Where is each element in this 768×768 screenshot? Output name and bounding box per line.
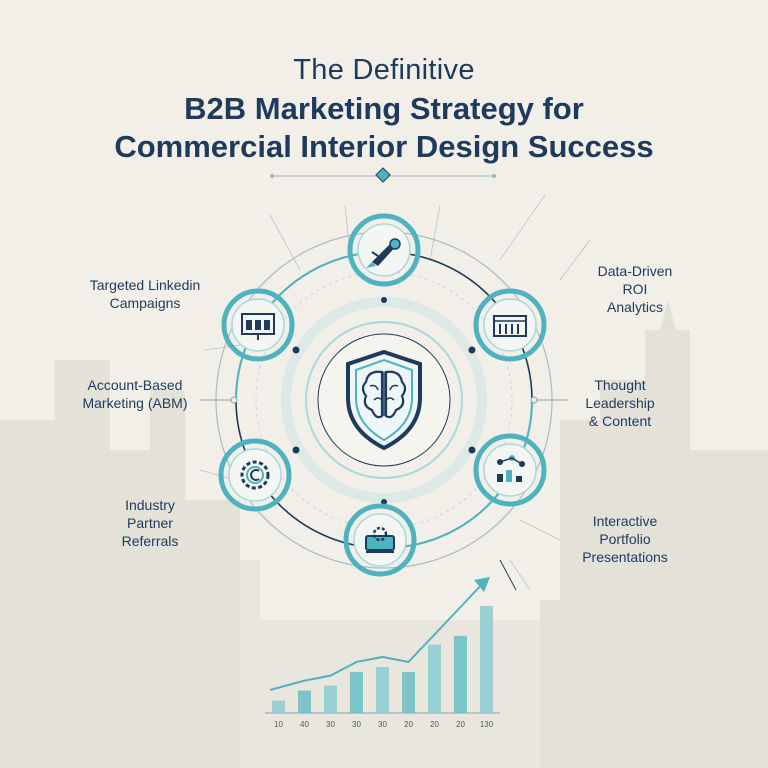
label-line: Targeted Linkedin: [89, 277, 201, 293]
node-top: [347, 213, 421, 287]
label-line: Portfolio: [599, 531, 651, 547]
label-line: Analytics: [606, 299, 664, 315]
node-upper-left: [221, 288, 295, 362]
node-bottom: [343, 503, 417, 577]
bar-8: [454, 635, 467, 713]
label-line: Thought: [594, 377, 646, 393]
chart-people-icon: [497, 455, 525, 482]
title-line-2: B2B Marketing Strategy for: [184, 91, 584, 126]
bar-4: [350, 671, 363, 713]
bar-1: [272, 700, 285, 713]
label-line: Campaigns: [109, 295, 181, 311]
bar-7: [428, 644, 441, 713]
tick-label: 130: [480, 720, 494, 729]
tick-label: 20: [404, 720, 413, 729]
label-line: ROI: [622, 281, 648, 297]
bar-3: [324, 685, 337, 713]
tick-label: 30: [352, 720, 361, 729]
trend-arrowhead: [474, 577, 490, 592]
node-lower-right: [473, 433, 547, 507]
label-line: Interactive: [592, 513, 658, 529]
side-markers: [200, 396, 568, 404]
tick-label: 40: [300, 720, 309, 729]
bar-5: [376, 666, 389, 713]
node-lower-left: [218, 438, 292, 512]
title-line-3: Commercial Interior Design Success: [114, 129, 654, 164]
title-block: The Definitive B2B Marketing Strategy fo…: [0, 52, 768, 166]
shield-brain-icon: [346, 349, 422, 451]
label-line: Leadership: [585, 395, 655, 411]
title-line-1: The Definitive: [293, 54, 475, 86]
growth-bar-chart: 10 40 30 30 30 20 20 20 130: [265, 577, 500, 729]
ring-dots: [292, 297, 476, 505]
label-line: Referrals: [121, 533, 179, 549]
label-data-driven: Data-Driven ROI Analytics: [560, 262, 710, 316]
label-industry-partner: Industry Partner Referrals: [90, 496, 210, 550]
tick-label: 10: [274, 720, 283, 729]
label-line: Partner: [127, 515, 173, 531]
label-targeted-linkedin: Targeted Linkedin Campaigns: [60, 276, 230, 312]
gear-coin-icon: [240, 460, 270, 490]
label-line: Marketing (ABM): [82, 395, 188, 411]
bar-9: [480, 605, 493, 713]
label-line: Data-Driven: [597, 263, 673, 279]
tick-label: 30: [378, 720, 387, 729]
portfolio-gear-icon: [365, 526, 395, 553]
label-account-based: Account-Based Marketing (ABM): [60, 376, 210, 412]
bar-2: [298, 690, 311, 713]
tick-label: 20: [456, 720, 465, 729]
label-line: & Content: [588, 413, 652, 429]
label-thought-leadership: Thought Leadership & Content: [560, 376, 680, 430]
tick-label: 30: [326, 720, 335, 729]
label-line: Account-Based: [87, 377, 183, 393]
node-upper-right: [473, 288, 547, 362]
tick-label: 20: [430, 720, 439, 729]
title-divider: [270, 167, 496, 183]
trend-line: [269, 579, 487, 691]
presentation-screen-icon: [241, 313, 275, 340]
analytics-dashboard-icon: [493, 315, 527, 337]
rocket-icon: [366, 238, 401, 268]
bar-6: [402, 671, 415, 713]
label-line: Industry: [125, 497, 175, 513]
label-line: Presentations: [582, 549, 668, 565]
label-interactive-portfolio: Interactive Portfolio Presentations: [550, 512, 700, 566]
inner-ring: [305, 321, 463, 479]
